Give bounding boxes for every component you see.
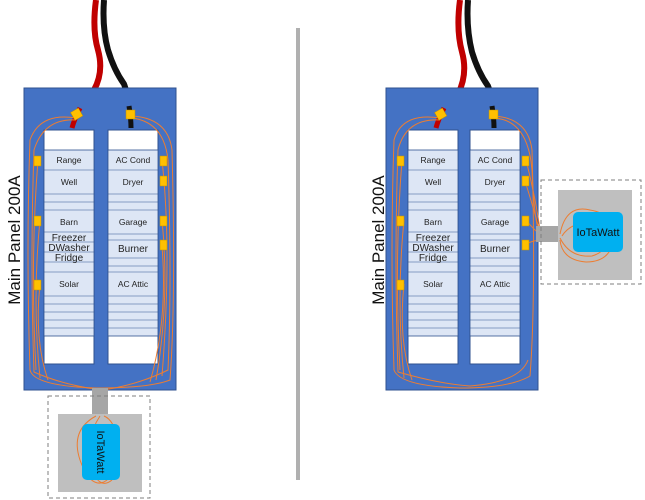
breaker-label-well-right: Well xyxy=(425,177,441,187)
breaker-label-dryer-right: Dryer xyxy=(485,177,506,187)
ct-ac-cond xyxy=(159,155,168,167)
ct-main-hot xyxy=(70,107,84,121)
breaker-label-freezer-right: Freezer xyxy=(416,233,451,244)
iotawatt-device-right xyxy=(573,212,623,252)
breaker-label-burner: Burner xyxy=(118,244,149,255)
ct-main-hot-right xyxy=(434,107,448,121)
breaker-slot-lines-right xyxy=(108,169,158,329)
ct-burner-right xyxy=(521,239,530,251)
ct-solar xyxy=(33,279,42,291)
iotawatt-enclosure-outline-right xyxy=(540,179,642,285)
breaker-slot-lines-left xyxy=(44,169,94,329)
breaker-stack-right xyxy=(107,149,159,337)
breaker-label-burner-right: Burner xyxy=(480,244,511,255)
breaker-label-garage: Garage xyxy=(119,217,148,227)
breaker-stack-left xyxy=(43,149,95,337)
breaker-label-dwasher: DWasher xyxy=(48,243,90,254)
panel-label: Main Panel 200A xyxy=(5,175,24,305)
breaker-label-freezer: Freezer xyxy=(52,233,87,244)
ct-burner xyxy=(159,239,168,251)
breaker-label-solar: Solar xyxy=(59,279,79,289)
ct-barn-right xyxy=(396,215,405,227)
ct-main-neutral xyxy=(125,109,136,120)
breaker-label-range: Range xyxy=(56,155,81,165)
ct-solar-right xyxy=(396,279,405,291)
breaker-label-solar-right: Solar xyxy=(423,279,443,289)
ct-garage-right xyxy=(521,215,530,227)
breaker-label-ac-attic-right: AC Attic xyxy=(480,279,511,289)
breaker-label-fridge: Fridge xyxy=(55,253,84,264)
breaker-label-barn-right: Barn xyxy=(424,217,442,227)
center-divider xyxy=(296,28,300,480)
breaker-label-ac-cond: AC Cond xyxy=(116,155,151,165)
right-scenario: Range Well Barn Freezer DWasher Fridge S… xyxy=(369,0,642,391)
ct-main-neutral-right xyxy=(488,109,499,120)
breaker-label-well: Well xyxy=(61,177,77,187)
ct-dryer xyxy=(159,175,168,187)
breaker-label-ac-cond-right: AC Cond xyxy=(478,155,513,165)
breaker-label-garage-right: Garage xyxy=(481,217,510,227)
iotawatt-label-right: IoTaWatt xyxy=(577,227,620,239)
ct-ac-cond-right xyxy=(521,155,530,167)
ct-range-right xyxy=(396,155,405,167)
ct-dryer-right xyxy=(521,175,530,187)
conduit xyxy=(92,388,108,416)
ct-sensors-left xyxy=(33,107,168,291)
ct-sensors-right xyxy=(396,107,530,291)
ct-barn xyxy=(33,215,42,227)
ct-range xyxy=(33,155,42,167)
iotawatt-device xyxy=(82,424,120,480)
breaker-label-ac-attic: AC Attic xyxy=(118,279,149,289)
breaker-label-barn: Barn xyxy=(60,217,78,227)
panel-label-right: Main Panel 200A xyxy=(369,175,388,305)
breaker-label-fridge-right: Fridge xyxy=(419,253,448,264)
left-scenario: Range Well Barn Freezer DWasher Fridge S… xyxy=(5,0,177,499)
conduit-right xyxy=(536,226,562,242)
ct-garage xyxy=(159,215,168,227)
breaker-label-dryer: Dryer xyxy=(123,177,144,187)
breaker-label-range-right: Range xyxy=(420,155,445,165)
iotawatt-label: IoTaWatt xyxy=(94,431,106,474)
iotawatt-enclosure-outline xyxy=(47,395,151,499)
breaker-label-dwasher-right: DWasher xyxy=(412,243,454,254)
